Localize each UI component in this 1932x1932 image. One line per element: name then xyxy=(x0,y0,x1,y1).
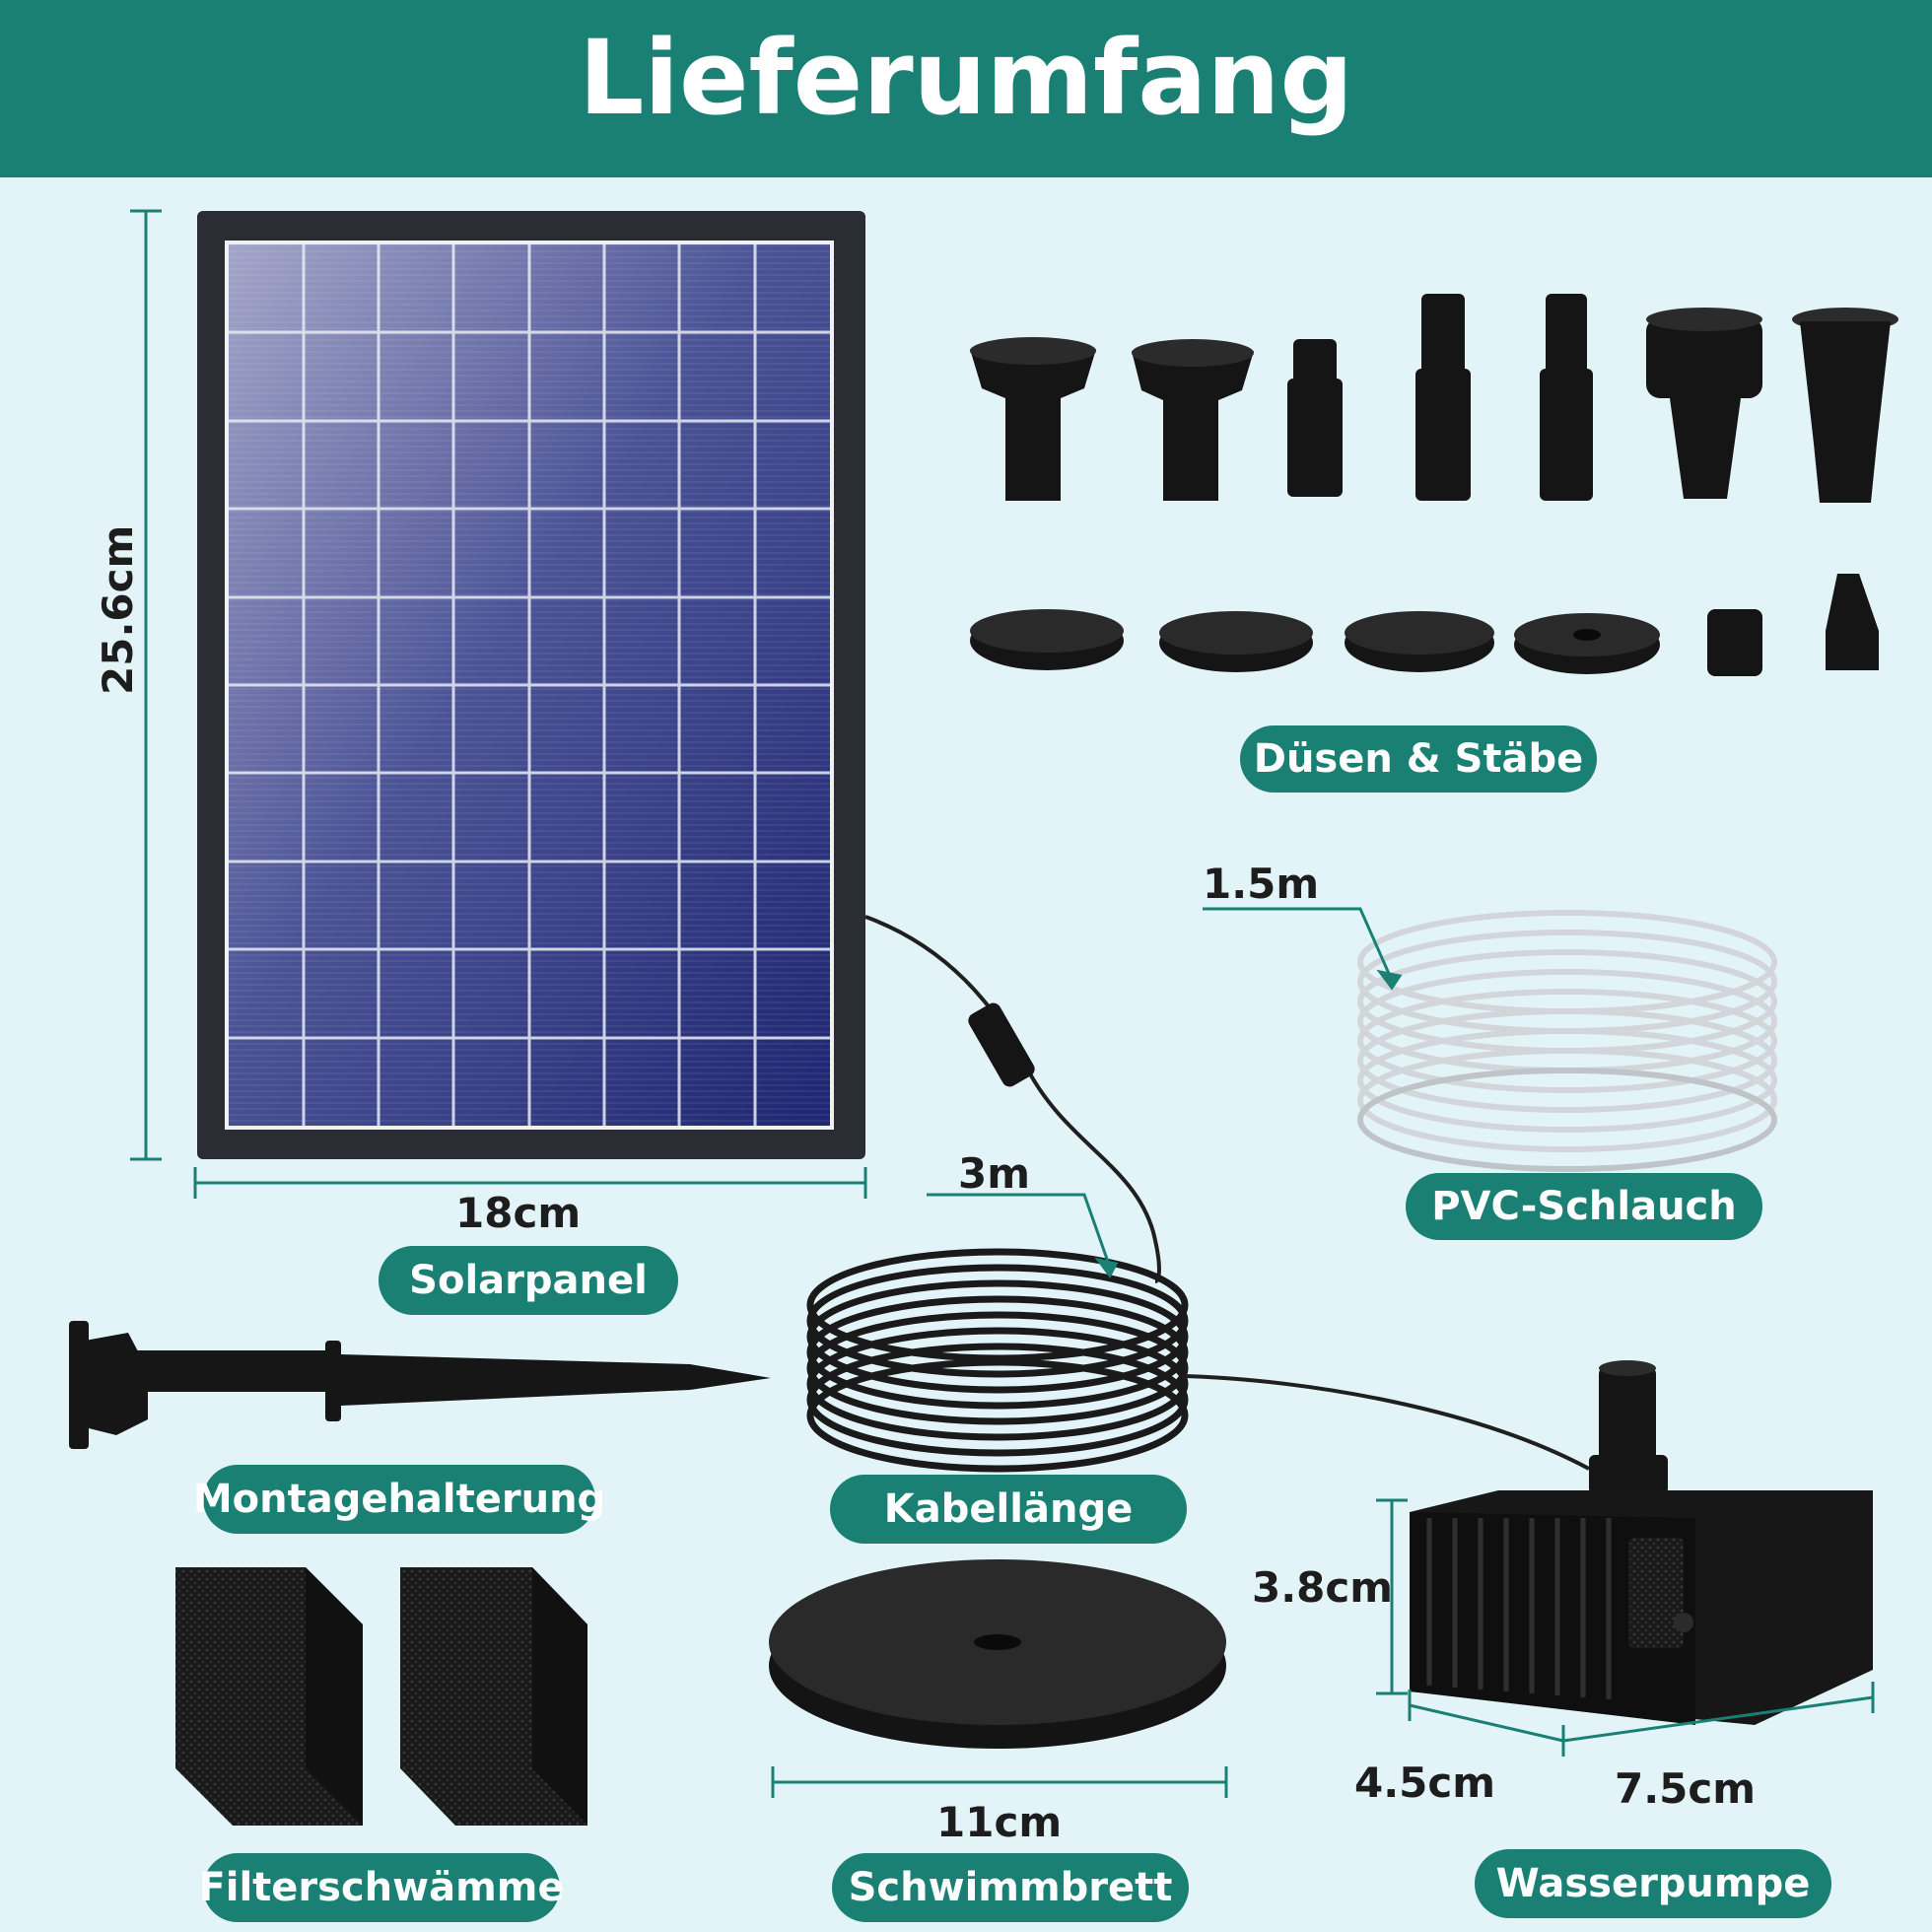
pump-height-label: 3.8cm xyxy=(1252,1563,1394,1612)
label-schwimmbrett: Schwimmbrett xyxy=(832,1853,1189,1922)
water-pump-icon xyxy=(1410,1360,1873,1725)
pump-height-dimension xyxy=(1376,1498,1408,1695)
float-diameter-dimension xyxy=(771,1766,1228,1798)
cable-length-pointer xyxy=(927,1193,1119,1278)
float-diameter-label: 11cm xyxy=(936,1798,1063,1846)
nozzle-disc-icon xyxy=(970,574,1879,676)
panel-width-label: 18cm xyxy=(455,1189,582,1237)
label-wasserpumpe: Wasserpumpe xyxy=(1475,1849,1831,1918)
hose-length-label: 1.5m xyxy=(1203,860,1320,908)
panel-height-dimension xyxy=(130,209,162,1161)
ground-stake-icon xyxy=(69,1321,771,1449)
hose-length-pointer xyxy=(1203,907,1403,991)
cable-connector-icon xyxy=(968,1002,1035,1087)
panel-height-label: 25.6cm xyxy=(94,524,142,695)
float-disc-icon xyxy=(769,1559,1226,1749)
pump-width-label: 7.5cm xyxy=(1615,1764,1757,1813)
pump-cable-icon xyxy=(1184,1374,1590,1471)
label-pvc-schlauch: PVC-Schlauch xyxy=(1406,1173,1762,1240)
label-kabellaenge: Kabellänge xyxy=(830,1475,1187,1544)
label-filterschwaemme: Filterschwämme xyxy=(198,1853,565,1922)
page-title: Lieferumfang xyxy=(579,18,1353,138)
pump-base-dimension xyxy=(1408,1682,1875,1757)
solar-panel-icon xyxy=(197,211,865,1159)
pump-depth-label: 4.5cm xyxy=(1354,1759,1496,1807)
panel-cable-icon xyxy=(864,915,1161,1283)
label-duesen-staebe: Düsen & Stäbe xyxy=(1240,725,1597,793)
cable-length-label: 3m xyxy=(958,1149,1030,1198)
filter-sponge-icon xyxy=(175,1567,587,1826)
panel-width-dimension xyxy=(193,1167,867,1199)
label-solarpanel: Solarpanel xyxy=(379,1246,678,1315)
hose-coil-icon xyxy=(1357,910,1777,1172)
header-bar xyxy=(0,0,1932,177)
label-montagehalterung: Montagehalterung xyxy=(193,1465,605,1534)
cable-coil-icon xyxy=(806,1248,1189,1473)
nozzle-set-icon xyxy=(970,294,1898,503)
